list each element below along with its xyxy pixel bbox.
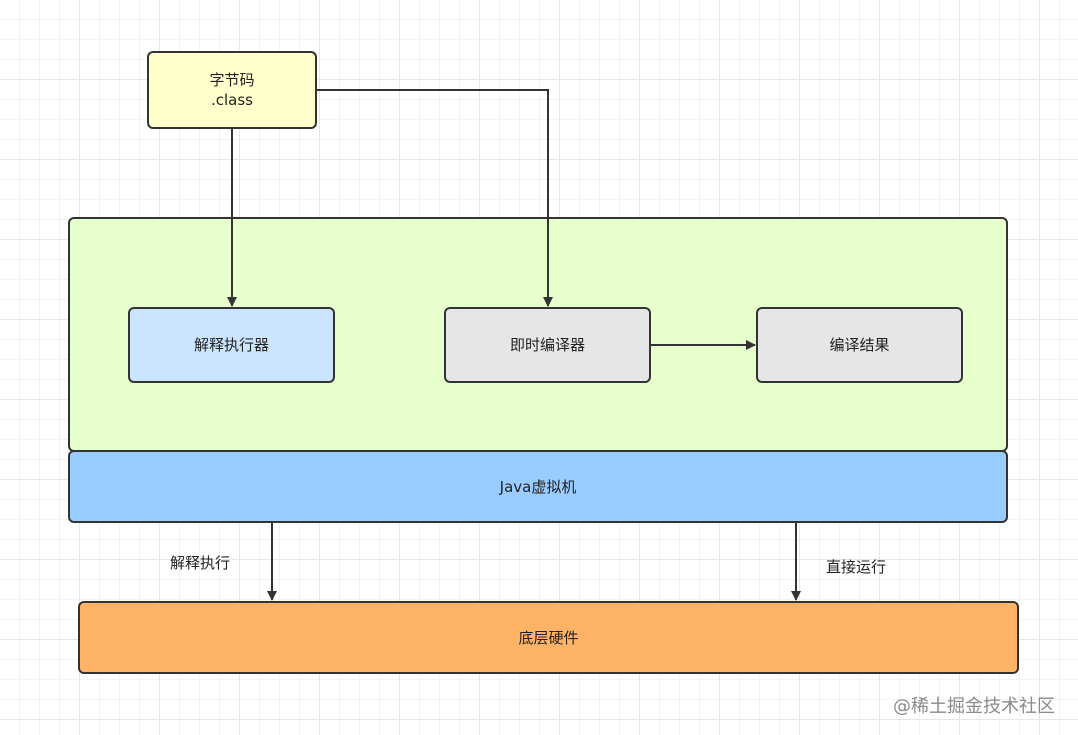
bytecode-title: 字节码 — [209, 71, 255, 89]
interpreter-label: 解释执行器 — [193, 336, 269, 354]
hardware-label: 底层硬件 — [518, 628, 579, 647]
jvm-node: Java虚拟机 — [68, 450, 1008, 523]
bytecode-node: 字节码 .class — [147, 51, 317, 129]
hardware-node: 底层硬件 — [78, 601, 1019, 674]
edge-label-interpret: 解释执行 — [170, 554, 231, 572]
jvm-label: Java虚拟机 — [499, 477, 577, 496]
jit-compiler-label: 即时编译器 — [509, 336, 585, 354]
compile-result-node: 编译结果 — [756, 307, 963, 383]
bytecode-extension: .class — [210, 91, 253, 109]
watermark-text: @稀土掘金技术社区 — [893, 696, 1055, 717]
arrow-bytecode-to-jit — [317, 89, 553, 307]
jit-compiler-node: 即时编译器 — [444, 307, 651, 383]
interpreter-node: 解释执行器 — [128, 307, 335, 383]
edge-label-direct-run: 直接运行 — [826, 558, 887, 576]
compile-result-label: 编译结果 — [829, 336, 890, 354]
